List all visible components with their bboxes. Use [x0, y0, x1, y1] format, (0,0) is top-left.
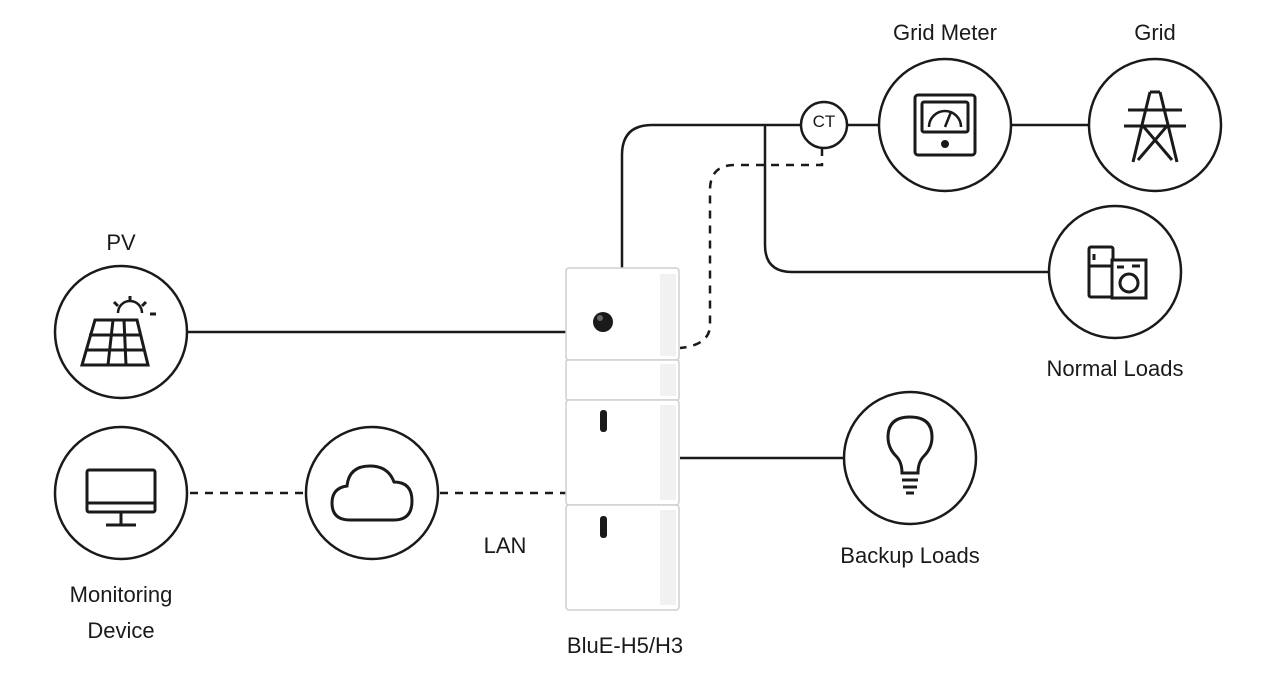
grid-meter-node	[877, 57, 1013, 193]
battery-module-2	[565, 504, 680, 611]
solar-panel-icon	[80, 296, 156, 367]
cloud-node	[304, 425, 440, 561]
inverter-module	[565, 267, 680, 361]
blue-unit	[565, 267, 680, 611]
connector-module	[565, 359, 680, 401]
monitoring-label-line1: Monitoring	[69, 582, 173, 607]
lan-label: LAN	[483, 533, 527, 558]
ct-node	[799, 100, 849, 150]
inverter-display	[593, 312, 613, 332]
backup-loads-node	[842, 390, 978, 526]
ct-label: CT	[812, 112, 836, 131]
backup-loads-label: Backup Loads	[840, 543, 980, 568]
monitoring-node	[53, 425, 189, 561]
light-bulb-icon	[886, 415, 934, 495]
monitoring-label-line2: Device	[87, 618, 155, 643]
power-tower-icon	[1124, 90, 1186, 163]
battery-module-1	[565, 399, 680, 506]
monitor-icon	[85, 468, 157, 527]
normal-loads-label: Normal Loads	[1046, 356, 1184, 381]
grid-meter-label: Grid Meter	[893, 20, 997, 45]
device-label: BluE-H5/H3	[566, 633, 684, 658]
grid-node	[1087, 57, 1223, 193]
appliances-icon	[1087, 245, 1148, 300]
normal-loads-node	[1047, 204, 1183, 340]
meter-gauge-icon	[913, 93, 977, 157]
ct-signal-link	[679, 148, 824, 350]
dashed-lines	[190, 148, 824, 495]
inverter-grid-link	[620, 123, 800, 268]
pv-node	[53, 264, 189, 400]
normal-loads-link	[763, 125, 1050, 274]
grid-label: Grid	[1134, 20, 1176, 45]
pv-label: PV	[106, 230, 136, 255]
cloud-icon	[330, 464, 414, 522]
connection-lines	[186, 123, 1090, 460]
